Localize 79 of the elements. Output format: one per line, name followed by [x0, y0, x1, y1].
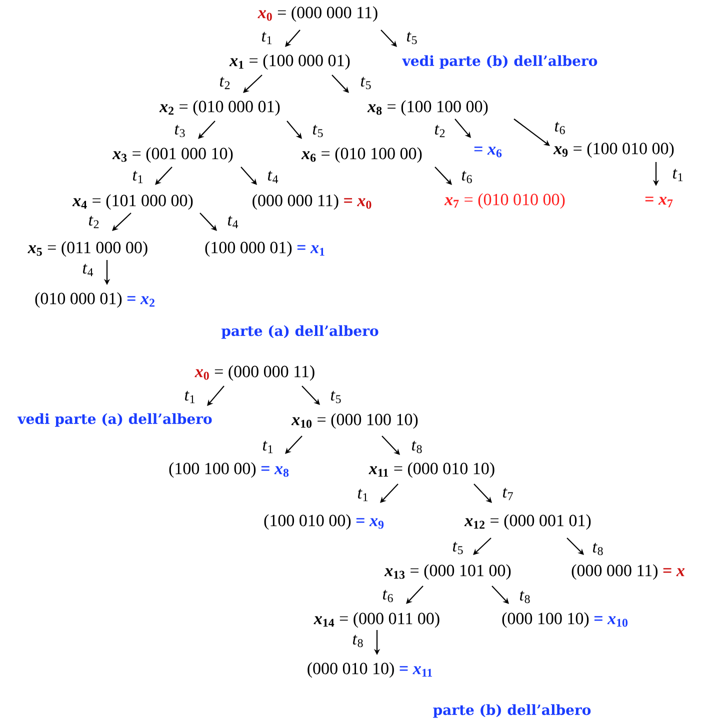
- state-label: x$_{10}$ = (000 100 10): [291, 413, 418, 429]
- state-label: x$_{14}$ = (000 011 00): [314, 612, 440, 628]
- edge-label: t$_{1}$: [185, 390, 195, 404]
- edge-label: t$_{4}$: [83, 264, 94, 276]
- edge-label: t$_{1}$: [133, 170, 143, 184]
- state-label: x$_{0}$ = (000 000 11): [258, 6, 378, 22]
- state-label: x$_{8}$ = (100 100 00): [367, 100, 488, 116]
- edge-label: t$_{2}$: [89, 216, 99, 228]
- edge-label: t$_{5}$: [361, 76, 371, 90]
- state-label: (000 010 10) = x$_{11}$: [308, 662, 432, 678]
- state-label: x$_{9}$ = (100 010 00): [553, 142, 674, 158]
- state-label: x$_{3}$ = (001 000 10): [112, 147, 233, 163]
- state-label: (100 010 00) = x$_{9}$: [264, 514, 384, 530]
- state-label: x$_{1}$ = (100 000 01): [229, 54, 350, 70]
- arrow: [285, 30, 300, 47]
- state-label: x$_{6}$ = (010 100 00): [301, 147, 422, 163]
- edge-label: t$_{4}$: [268, 170, 278, 184]
- edge-label: t$_{8}$: [353, 634, 363, 648]
- edge-label: t$_{2}$: [435, 124, 445, 138]
- arrow: [155, 166, 172, 185]
- edge-label: t$_{6}$: [462, 170, 472, 184]
- arrow: [285, 436, 302, 454]
- heading-link-text: vedi parte (b) dell’albero: [402, 55, 598, 69]
- edge-label: t$_{5}$: [453, 542, 463, 554]
- state-label: (000 000 11) = x: [572, 564, 685, 580]
- state-label: x$_{0}$ = (000 000 11): [194, 365, 314, 381]
- state-label: (000 100 10) = x$_{10}$: [502, 612, 628, 628]
- state-label: x$_{13}$ = (000 101 00): [384, 564, 511, 580]
- state-label: x$_{5}$ = (011 000 00): [28, 241, 148, 257]
- state-label: x$_{7}$ = (010 010 00): [444, 193, 565, 209]
- arrow: [380, 30, 397, 47]
- arrow: [492, 586, 509, 604]
- arrow: [112, 212, 132, 231]
- arrow: [302, 386, 320, 405]
- edge-label: t$_{1}$: [263, 440, 273, 454]
- edge-label: t$_{1}$: [673, 168, 683, 182]
- edge-label: t$_{8}$: [412, 440, 422, 454]
- arrow: [434, 166, 452, 185]
- edge-label: t$_{8}$: [520, 590, 530, 604]
- edge-label: t$_{2}$: [220, 76, 230, 90]
- edge-label: t$_{1}$: [262, 32, 272, 44]
- arrow: [200, 212, 217, 231]
- state-label: (100 100 00) = x$_{8}$: [169, 462, 289, 478]
- arrow: [406, 586, 424, 604]
- state-label: (010 000 01) = x$_{2}$: [35, 292, 154, 308]
- arrow: [332, 74, 349, 93]
- arrow: [243, 74, 262, 93]
- state-label: x$_{12}$ = (000 001 01): [464, 514, 591, 530]
- arrow: [514, 118, 550, 146]
- edge-label: t$_{6}$: [383, 590, 393, 602]
- section-caption: parte (b) dell’albero: [433, 704, 591, 718]
- state-label: x$_{2}$ = (010 000 01): [159, 100, 280, 116]
- arrow: [240, 166, 257, 185]
- edge-label: t$_{7}$: [503, 488, 513, 500]
- arrow: [473, 538, 492, 555]
- arrow: [286, 120, 302, 139]
- section-caption: parte (a) dell’albero: [221, 325, 378, 339]
- edge-label: t$_{4}$: [228, 216, 238, 228]
- edge-label: t$_{6}$: [555, 122, 565, 134]
- edge-label: t$_{3}$: [175, 124, 185, 138]
- arrow: [454, 118, 471, 138]
- state-label: x$_{11}$ = (000 010 10): [368, 462, 494, 478]
- heading-link-text: vedi parte (a) dell’albero: [17, 413, 212, 427]
- edge-label: t$_{5}$: [313, 124, 323, 138]
- state-label: x$_{4}$ = (101 000 00): [72, 194, 193, 210]
- state-label: = x$_{7}$: [645, 196, 673, 208]
- edge-label: t$_{5}$: [331, 390, 341, 404]
- arrow: [380, 484, 398, 503]
- state-label: (100 000 01) = x$_{1}$: [205, 241, 324, 257]
- edge-label: t$_{5}$: [407, 32, 417, 44]
- arrow: [566, 538, 584, 555]
- arrow: [207, 386, 224, 406]
- state-label: = x$_{6}$: [474, 146, 502, 158]
- edge-label: t$_{8}$: [593, 542, 603, 556]
- arrow: [474, 484, 492, 503]
- arrow: [198, 120, 216, 139]
- state-label: (000 000 11) = x$_{0}$: [252, 194, 372, 210]
- edge-label: t$_{1}$: [358, 488, 368, 502]
- arrow: [382, 436, 400, 455]
